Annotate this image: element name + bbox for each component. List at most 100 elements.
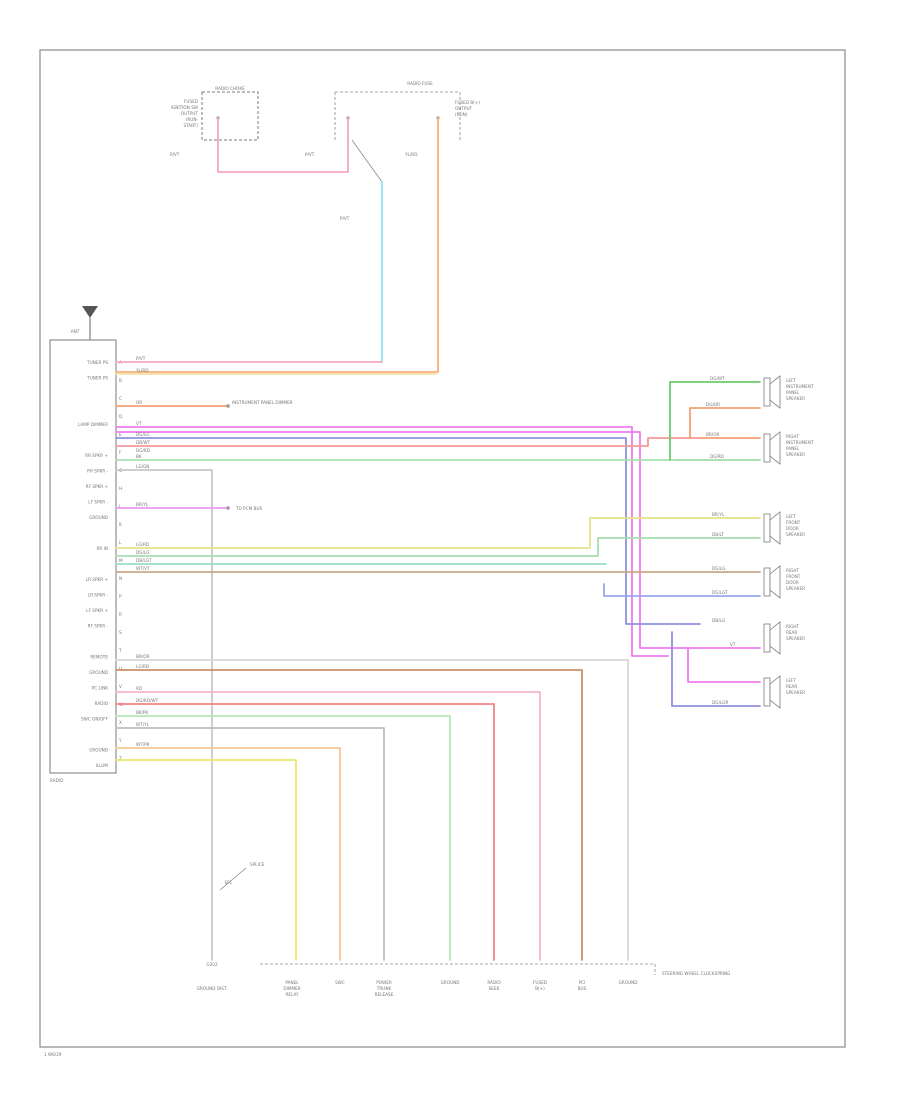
top-left-label-1: FUSED [184, 99, 198, 104]
speaker-label: DOOR [786, 580, 799, 585]
wire-yellow-lf [115, 517, 761, 549]
radio-pin-label: LR SPKR + [86, 577, 109, 582]
svg-text:TRUNK: TRUNK [376, 986, 392, 991]
radio-pin-letter: F [119, 450, 122, 455]
wires [115, 117, 761, 961]
top-right-label-2: OUTPUT [455, 106, 473, 111]
wire-orange-ip [689, 407, 761, 439]
radio-pin-letter: H [119, 486, 122, 491]
speaker-wire-label: DG/RD [710, 454, 724, 459]
radio-pin-label: LF SPKR + [86, 608, 108, 613]
radio-pin-label: RR IN [96, 546, 108, 551]
wire-gray-drain [115, 469, 213, 961]
radio-pin-letter: P [119, 594, 122, 599]
top-left-connector-label: RADIO CHOKE [215, 86, 245, 91]
svg-text:RELAY: RELAY [285, 992, 299, 997]
pcm-label: TO PCM BUS [235, 506, 263, 511]
wire-pink-top [217, 117, 349, 173]
speaker-label: SPEAKER [786, 396, 805, 401]
speaker-label: REAR [786, 684, 797, 689]
svg-text:PANEL: PANEL [285, 980, 299, 985]
radio-pin-label: RR SPKR + [85, 453, 108, 458]
wire-brown-2 [115, 669, 583, 961]
dimmer-label: INSTRUMENT PANEL DIMMER [232, 400, 293, 405]
wire-gray-1 [115, 659, 629, 961]
top-left-label-2: IGNITION SW [171, 105, 198, 110]
radio-wire-label: DG/RD/WT [136, 698, 159, 703]
wire-green-lower [115, 715, 451, 961]
top-wire-label-1: P/VT [170, 152, 180, 157]
radio-wire-label: DB/WT [136, 440, 151, 445]
wire-violet-2 [115, 431, 761, 649]
radio-wire-label: BR/YL [136, 502, 149, 507]
bottom-label: SWC [335, 980, 345, 985]
speaker-label: SPEAKER [786, 690, 805, 695]
speaker-label: FRONT [786, 574, 801, 579]
wire-db-rear [671, 631, 761, 707]
speaker-label: FRONT [786, 520, 801, 525]
radio-pin-letter: V [119, 684, 122, 689]
bottom-label: GROUND [619, 980, 638, 985]
wire-red-lower [115, 703, 495, 961]
top-left-label-4: (RUN- [186, 117, 199, 122]
speaker-label: SPEAKER [786, 532, 805, 537]
radio-wire-label: WT/VT [136, 566, 150, 571]
radio-pin-letter: D [119, 414, 122, 419]
radio-pin-letter: Z [119, 756, 122, 761]
footer-code: 1 W6/29 [44, 1052, 62, 1057]
radio-wire-label: VT [136, 421, 142, 426]
speaker-label: SPEAKER [786, 636, 805, 641]
svg-text:BUS: BUS [578, 986, 587, 991]
radio-wire-label: LG/GN [136, 464, 149, 469]
wire-violet-rear [687, 647, 761, 683]
top-wire-label-3: YL/RD [404, 152, 417, 157]
speaker-wire-label: DG/WT [710, 376, 725, 381]
top-left-label-3: OUTPUT [181, 111, 199, 116]
radio-pin-letter: N [119, 576, 122, 581]
svg-text:GROUND: GROUND [619, 980, 638, 985]
speaker-label: INSTRUMENT [786, 440, 814, 445]
wire-gray-lower [115, 727, 385, 961]
radio-pin-label: GROUND [89, 515, 108, 520]
top-left-connector: RADIO CHOKE FUSED IGNITION SW OUTPUT (RU… [171, 86, 259, 141]
top-wire-label-4: P/VT [340, 216, 350, 221]
radio-pin-letter: M [119, 558, 123, 563]
radio-wire-label: DG/LG [136, 550, 149, 555]
speaker-label: LEFT [786, 378, 796, 383]
svg-text:SWC: SWC [335, 980, 345, 985]
radio-pin-label: TUNER PS [86, 376, 108, 381]
svg-text:RELEASE: RELEASE [375, 992, 394, 997]
speaker-wire-label: BR/YL [712, 512, 725, 517]
wire-db-1 [115, 437, 701, 625]
radio-wire-label: LG/RD [136, 664, 149, 669]
svg-text:PCI: PCI [579, 980, 586, 985]
radio-wire-label: BK [136, 454, 142, 459]
radio-pin-label: RR SPKR - [87, 469, 108, 474]
speaker-wire-label: DB/LT [712, 532, 724, 537]
antenna-icon: ANT [71, 306, 98, 340]
speaker-label: LEFT [786, 678, 796, 683]
radio-pin-label: RF SPKR + [86, 484, 109, 489]
wire-labels: P/VTYL/RDORVTDG/LGDB/WTDG/RDBKLG/GNBR/YL… [135, 356, 736, 747]
radio-pin-letter: U [119, 666, 122, 671]
radio-wire-label: WT/YL [136, 722, 150, 727]
radio-wire-label: DG/RD [136, 448, 150, 453]
wire-orange [115, 117, 439, 373]
speaker-label: INSTRUMENT [786, 384, 814, 389]
shield-label-2: SPLICE [250, 862, 265, 867]
radio-pin-letter: T [118, 648, 122, 653]
speaker-wire-label: DG/LG [712, 566, 725, 571]
radio-pin-label: RADIO [95, 701, 109, 706]
wire-green-ip [669, 381, 761, 461]
antenna-label: ANT [71, 329, 80, 334]
svg-text:B(+): B(+) [535, 986, 545, 991]
radio-wire-label: DB/LGT [136, 558, 152, 563]
wire-violet-1 [115, 426, 669, 657]
